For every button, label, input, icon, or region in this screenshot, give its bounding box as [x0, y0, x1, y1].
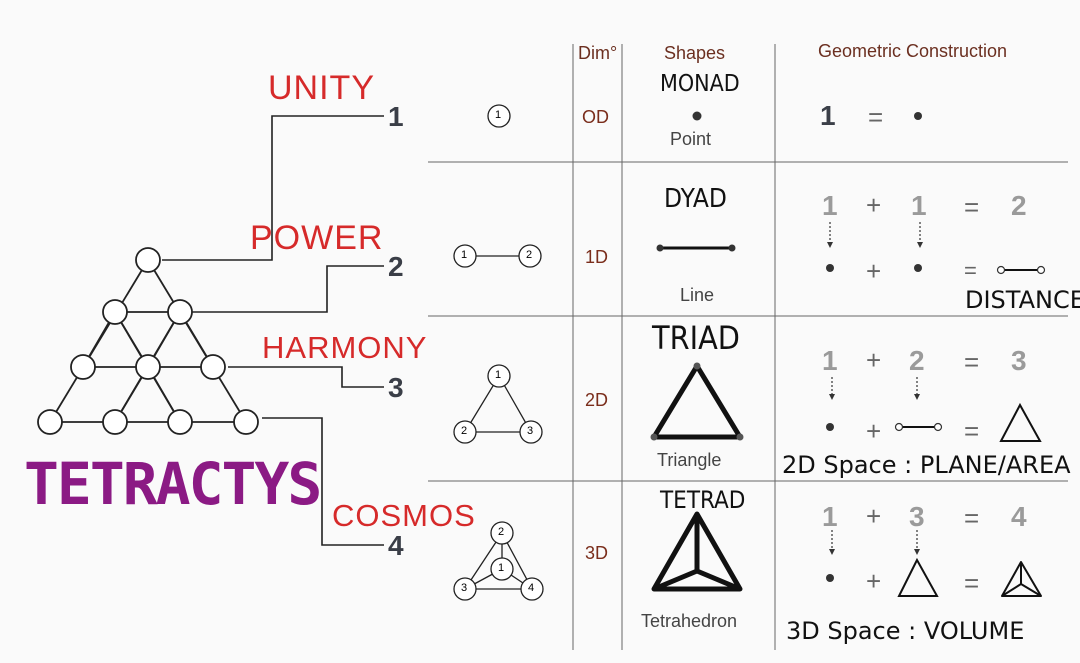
shape-name-dyad: DYAD: [664, 184, 727, 214]
level-number-4: 4: [388, 530, 404, 561]
node-diagram-2: [453, 244, 542, 268]
node-label: 1: [495, 109, 502, 121]
node-label: 2: [461, 425, 468, 437]
level-number-2: 2: [388, 251, 404, 282]
eq1-equals: =: [868, 102, 884, 132]
eq2-term-b: 1: [911, 190, 927, 221]
shape-caption-triangle: Triangle: [657, 450, 722, 470]
node-diagram-1: [487, 104, 511, 128]
level-label-cosmos: COSMOS: [332, 498, 476, 533]
tetractys-points: [37, 247, 259, 435]
shape-name-monad: MONAD: [660, 71, 740, 97]
header-shapes: Shapes: [664, 43, 726, 63]
level-label-power: POWER: [250, 219, 384, 257]
level-label-unity: UNITY: [268, 69, 375, 107]
header-construction: Geometric Construction: [818, 41, 1008, 61]
eq4-term-b: 3: [909, 501, 925, 532]
eq2-equals: =: [964, 192, 980, 222]
node-diagram-3: [453, 364, 543, 444]
tetrahedron-shape: [651, 511, 743, 592]
eq3-plus: +: [866, 345, 882, 375]
triangle-shape: [650, 362, 744, 441]
connector-lines: [162, 115, 384, 546]
eq2-graphics: [826, 222, 1046, 275]
level-number-3: 3: [388, 372, 404, 403]
table-grid: [428, 44, 1068, 650]
shape-caption-line: Line: [680, 285, 715, 305]
eq2-equals-shapes: =: [964, 258, 977, 283]
node-label: 4: [528, 582, 535, 594]
dim-3d: 3D: [585, 543, 609, 563]
node-label: 1: [498, 562, 505, 574]
note-volume: 3D Space : VOLUME: [786, 617, 1025, 645]
page-title: TETRACTYS: [24, 450, 322, 518]
eq4-term-a: 1: [822, 501, 838, 532]
node-diagram-4: [453, 521, 544, 601]
eq3-result: 3: [1011, 345, 1027, 376]
level-label-harmony: HARMONY: [262, 330, 428, 365]
node-label: 2: [498, 526, 505, 538]
node-label: 1: [461, 249, 468, 261]
line-shape: [656, 244, 736, 252]
eq4-result: 4: [1011, 501, 1027, 532]
eq3-graphics: [826, 377, 1042, 442]
shape-caption-tetrahedron: Tetrahedron: [641, 611, 738, 631]
eq3-equals: =: [964, 347, 980, 377]
dim-1d: 1D: [585, 247, 609, 267]
eq4-graphics: [826, 530, 1042, 597]
shape-name-triad: TRIAD: [652, 319, 740, 357]
node-label: 3: [527, 425, 534, 437]
level-number-1: 1: [388, 101, 404, 132]
header-dim: Dim°: [578, 43, 618, 63]
eq4-plus-shapes: +: [866, 566, 882, 596]
eq4-plus: +: [866, 501, 882, 531]
eq1-term-a: 1: [820, 100, 836, 131]
dim-2d: 2D: [585, 390, 609, 410]
eq3-plus-shapes: +: [866, 416, 882, 446]
point-shape: [692, 111, 702, 121]
node-label: 1: [495, 369, 502, 381]
note-distance: DISTANCE: [965, 286, 1080, 314]
eq4-equals-shapes: =: [964, 568, 980, 598]
eq2-term-a: 1: [822, 190, 838, 221]
node-label: 2: [526, 249, 533, 261]
eq3-term-a: 1: [822, 345, 838, 376]
eq4-equals: =: [964, 503, 980, 533]
eq2-plus-shapes: +: [866, 256, 882, 286]
eq3-term-b: 2: [909, 345, 925, 376]
shape-name-tetrad: TETRAD: [660, 486, 746, 514]
tetractys-lattice: [49, 259, 247, 423]
eq3-equals-shapes: =: [964, 416, 980, 446]
shape-caption-point: Point: [670, 129, 712, 149]
eq1-point: [914, 112, 922, 120]
note-plane-area: 2D Space : PLANE/AREA: [782, 451, 1071, 479]
eq2-result: 2: [1011, 190, 1027, 221]
dim-0d: OD: [582, 107, 609, 127]
eq2-plus: +: [866, 190, 882, 220]
node-label: 3: [461, 582, 468, 594]
